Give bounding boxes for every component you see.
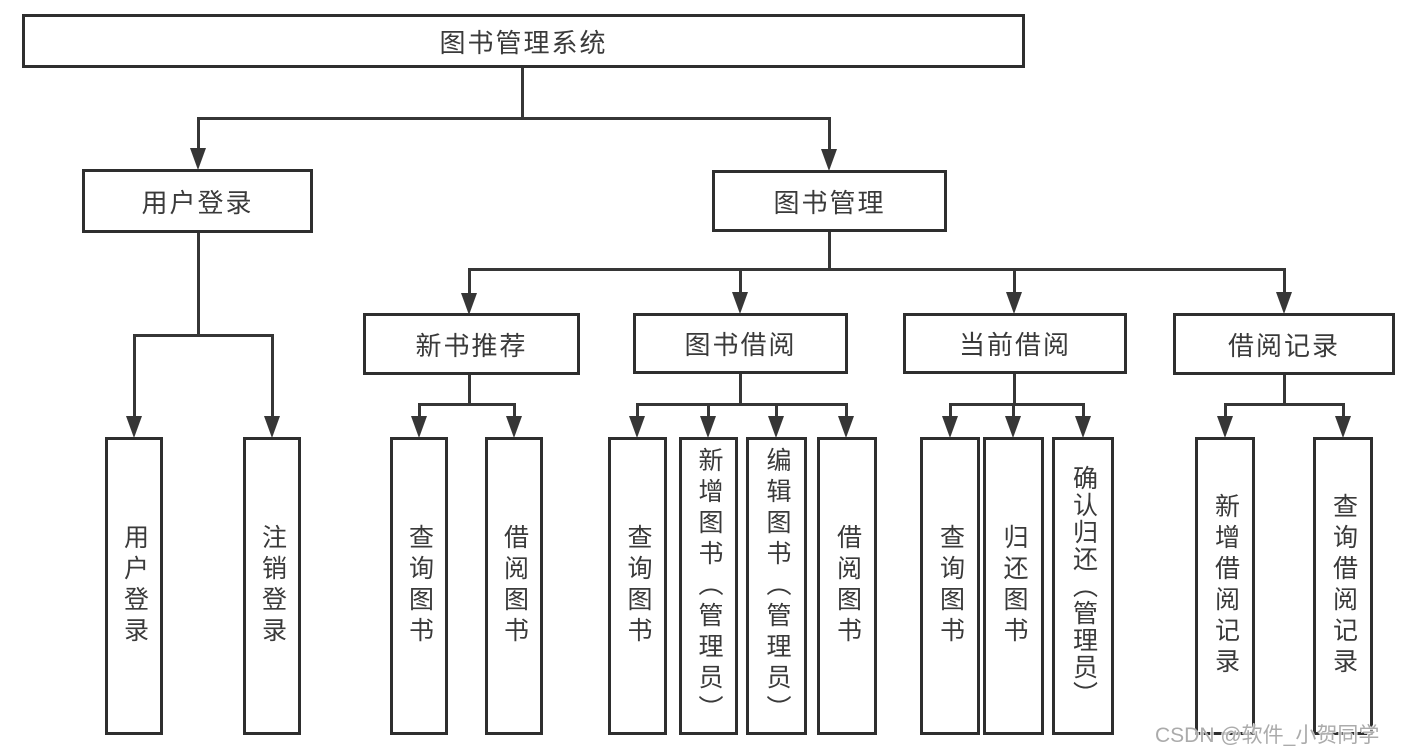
leaf-edit-books-admin: 编辑图书（管理员） [746,437,807,735]
connector-current-rail [949,403,1085,406]
node-borrowing-records: 借阅记录 [1173,313,1395,375]
connector-arrow-shaft [1082,403,1085,422]
arrow-down-icon [411,416,427,438]
leaf-label: 查询图书 [405,524,434,648]
leaf-label: 新增借阅记录 [1211,493,1240,679]
arrow-down-icon [1217,416,1233,438]
connector-arrow-shaft [197,117,200,154]
node-label: 当前借阅 [958,330,1071,360]
connector-login-rail [133,334,274,337]
leaf-label: 注销登录 [258,524,287,648]
connector-arrow-shaft [949,403,952,422]
connector-mgmt-stem [828,230,831,271]
node-root: 图书管理系统 [22,14,1025,68]
connector-arrow-shaft [707,403,710,422]
leaf-label: 借阅图书 [833,524,862,648]
connector-arrow-shaft [739,268,742,298]
arrow-down-icon [1075,416,1091,438]
node-label: 借阅记录 [1227,330,1340,361]
node-user-login-group: 用户登录 [82,169,313,233]
connector-borrowing-rail [636,403,848,406]
arrow-down-icon [768,416,784,438]
leaf-query-books-borrowing: 查询图书 [608,437,667,735]
leaf-query-books-current: 查询图书 [920,437,980,735]
arrow-down-icon [629,416,645,438]
csdn-watermark: CSDN @软件_小贺同学 [1155,724,1380,747]
connector-level2-rail [197,117,831,120]
arrow-down-icon [264,416,280,438]
leaf-confirm-return-admin: 确认归还（管理员） [1052,437,1114,735]
leaf-logout: 注销登录 [243,437,301,735]
leaf-user-login: 用户登录 [105,437,163,735]
leaf-label: 查询图书 [624,524,652,648]
leaf-label: 新增图书（管理员） [695,446,723,726]
leaf-label: 用户登录 [120,524,149,648]
arrow-down-icon [461,293,477,315]
node-label: 用户登录 [141,187,254,218]
node-book-management: 图书管理 [712,170,947,232]
arrow-down-icon [732,292,748,314]
node-root-label: 图书管理系统 [439,27,608,58]
leaf-borrow-books-newbooks: 借阅图书 [485,437,543,735]
connector-records-stem [1283,373,1286,406]
connector-arrow-shaft [775,403,778,422]
leaf-label: 归还图书 [1000,524,1028,648]
leaf-label: 编辑图书（管理员） [763,446,791,726]
leaf-return-books: 归还图书 [983,437,1044,735]
leaf-query-books-newbooks: 查询图书 [390,437,448,735]
connector-arrow-shaft [468,268,471,299]
leaf-label: 确认归还（管理员） [1069,464,1098,708]
node-label: 新书推荐 [415,330,528,361]
connector-arrow-shaft [636,403,639,422]
arrow-down-icon [1005,416,1021,438]
connector-newbooks-rail [418,403,516,406]
connector-level3-rail [468,268,1286,271]
connector-root-stem [521,66,524,119]
node-new-book-recommend: 新书推荐 [363,313,580,375]
arrow-down-icon [126,416,142,438]
node-current-borrowing: 当前借阅 [903,313,1127,374]
connector-records-rail [1224,403,1345,406]
leaf-add-borrow-record: 新增借阅记录 [1195,437,1255,735]
connector-current-stem [1013,373,1016,406]
connector-arrow-shaft [1283,268,1286,298]
leaf-add-books-admin: 新增图书（管理员） [679,437,738,735]
connector-arrow-shaft [1224,403,1227,422]
leaf-label: 查询借阅记录 [1329,493,1358,679]
connector-arrow-shaft [1012,403,1015,422]
arrow-down-icon [190,148,206,170]
arrow-down-icon [1006,292,1022,314]
leaf-label: 借阅图书 [500,524,529,648]
arrow-down-icon [700,416,716,438]
arrow-down-icon [942,416,958,438]
connector-arrow-shaft [845,403,848,422]
connector-arrow-shaft [1342,403,1345,422]
leaf-label: 查询图书 [936,524,965,648]
connector-arrow-shaft [1013,268,1016,298]
connector-newbooks-stem [468,374,471,406]
leaf-query-borrow-record: 查询借阅记录 [1313,437,1373,735]
arrow-down-icon [1335,416,1351,438]
arrow-down-icon [838,416,854,438]
arrow-down-icon [1276,292,1292,314]
arrow-down-icon [821,149,837,171]
node-label: 图书管理 [773,187,886,218]
node-label: 图书借阅 [684,330,797,360]
connector-borrowing-stem [739,372,742,406]
node-book-borrowing: 图书借阅 [633,313,848,374]
arrow-down-icon [506,416,522,438]
connector-arrow-shaft [133,334,136,422]
connector-arrow-shaft [418,403,421,422]
connector-login-stem [197,231,200,337]
connector-arrow-shaft [271,334,274,422]
connector-arrow-shaft [513,403,516,422]
leaf-borrow-books-borrowing: 借阅图书 [817,437,877,735]
connector-arrow-shaft [828,117,831,155]
